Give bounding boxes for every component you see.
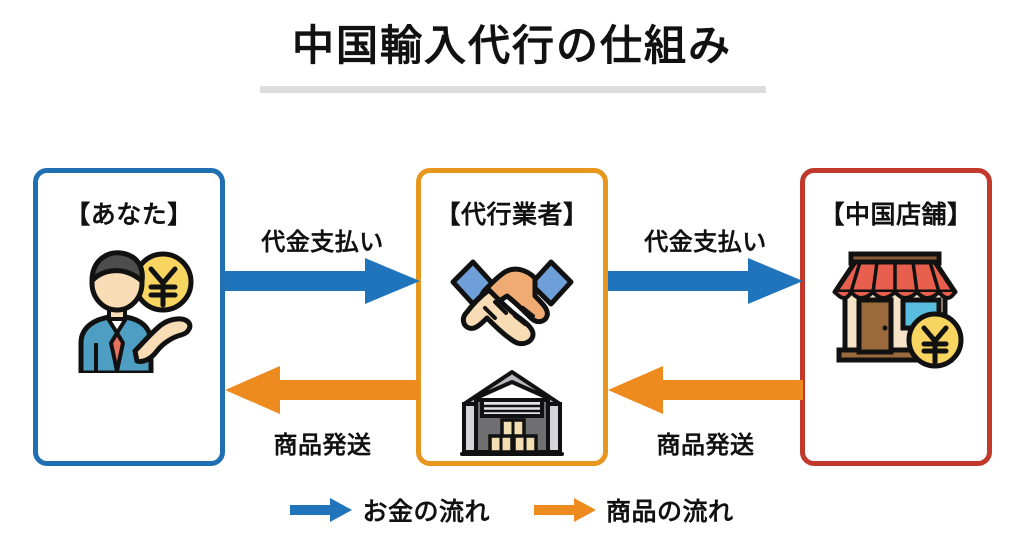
handshake-icon — [421, 243, 603, 355]
node-box-agent: 【代行業者】 — [416, 168, 608, 466]
arrow-left-orange-icon — [225, 366, 420, 414]
arrow-right-icon — [290, 498, 353, 522]
title-underline-rule — [260, 86, 766, 93]
warehouse-with-boxes-icon — [421, 365, 603, 463]
flow-label-shipping-left: 商品発送 — [273, 432, 372, 459]
flow-shipping-store-to-agent: 商品発送 — [608, 364, 803, 460]
node-label-store: 【中国店舗】 — [819, 201, 973, 229]
node-box-store: 【中国店舗】 — [800, 168, 992, 466]
legend-label-money: お金の流れ — [362, 498, 490, 526]
node-label-agent: 【代行業者】 — [435, 201, 589, 229]
legend: お金の流れ 商品の流れ — [0, 492, 1024, 528]
legend-item-money: お金の流れ — [290, 492, 490, 528]
flow-label-payment-right: 代金支払い — [644, 229, 767, 256]
page-title: 中国輸入代行の仕組み — [0, 22, 1024, 70]
flow-shipping-agent-to-you: 商品発送 — [225, 364, 420, 460]
legend-label-goods: 商品の流れ — [606, 498, 734, 526]
arrow-left-orange-icon — [608, 366, 803, 414]
legend-item-goods: 商品の流れ — [534, 492, 734, 528]
storefront-with-yen-coin-icon — [805, 235, 987, 375]
flow-payment-agent-to-store: 代金支払い — [608, 222, 803, 304]
flow-label-shipping-right: 商品発送 — [656, 432, 755, 459]
node-label-you: 【あなた】 — [65, 201, 193, 229]
node-box-you: 【あなた】 — [33, 168, 225, 466]
page-title-text: 中国輸入代行の仕組み — [291, 22, 732, 69]
arrow-right-blue-icon — [225, 258, 420, 304]
businessman-with-yen-coin-icon — [38, 245, 220, 375]
flow-label-payment-left: 代金支払い — [261, 229, 384, 256]
arrow-right-icon — [534, 498, 596, 522]
flow-payment-you-to-agent: 代金支払い — [225, 222, 420, 304]
arrow-right-blue-icon — [608, 258, 803, 304]
